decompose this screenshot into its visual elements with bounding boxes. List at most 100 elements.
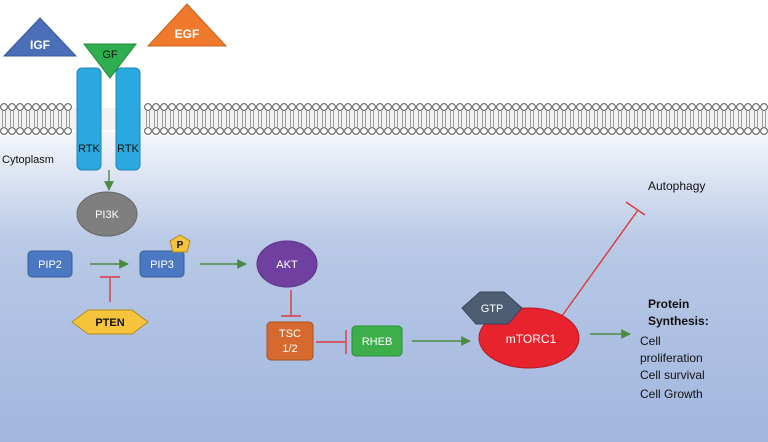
- lipid-head-outer: [264, 103, 272, 111]
- gf-label: GF: [102, 49, 118, 61]
- lipid-head-inner: [224, 127, 232, 135]
- akt-inhibits-tsc: [281, 290, 301, 317]
- pip2-label: PIP2: [38, 259, 62, 271]
- lipid-tail: [418, 111, 422, 127]
- lipid-head-outer: [168, 103, 176, 111]
- lipid-tail: [642, 111, 646, 127]
- lipid-head-outer: [704, 103, 712, 111]
- lipid-tail: [698, 111, 702, 127]
- lipid-tail: [722, 111, 726, 127]
- lipid-tail: [666, 111, 670, 127]
- lipid-head-outer: [648, 103, 656, 111]
- lipid-head-inner: [56, 127, 64, 135]
- lipid-tail: [506, 111, 510, 127]
- egf-ligand: EGF: [146, 3, 228, 47]
- lipid-head-outer: [152, 103, 160, 111]
- lipid-head-outer: [272, 103, 280, 111]
- lipid-head-inner: [408, 127, 416, 135]
- lipid-head-outer: [536, 103, 544, 111]
- lipid-head-inner: [488, 127, 496, 135]
- lipid-head-inner: [312, 127, 320, 135]
- egf-label: EGF: [175, 27, 200, 41]
- lipid-tail: [314, 111, 318, 127]
- lipid-tail: [650, 111, 654, 127]
- lipid-head-inner: [744, 127, 752, 135]
- lipid-tail: [546, 111, 550, 127]
- lipid-head-inner: [640, 127, 648, 135]
- lipid-head-outer: [464, 103, 472, 111]
- pten-inhibits-conversion: [100, 276, 120, 302]
- rheb-node: RHEB: [351, 325, 403, 357]
- lipid-head-inner: [304, 127, 312, 135]
- pi3k-label: PI3K: [95, 209, 120, 221]
- lipid-tail: [378, 111, 382, 127]
- lipid-head-inner: [232, 127, 240, 135]
- pip2-node: PIP2: [27, 250, 73, 278]
- lipid-head-inner: [736, 127, 744, 135]
- lipid-tail: [410, 111, 414, 127]
- lipid-head-outer: [576, 103, 584, 111]
- protein-synthesis-line1: Protein: [648, 297, 689, 311]
- lipid-head-inner: [520, 127, 528, 135]
- lipid-head-outer: [696, 103, 704, 111]
- lipid-tail: [730, 111, 734, 127]
- lipid-head-inner: [600, 127, 608, 135]
- lipid-head-outer: [560, 103, 568, 111]
- lipid-head-outer: [280, 103, 288, 111]
- lipid-tail: [538, 111, 542, 127]
- lipid-head-outer: [216, 103, 224, 111]
- lipid-tail: [58, 111, 62, 127]
- lipid-head-inner: [200, 127, 208, 135]
- lipid-head-inner: [64, 127, 72, 135]
- lipid-head-outer: [184, 103, 192, 111]
- lipid-head-inner: [440, 127, 448, 135]
- lipid-head-outer: [448, 103, 456, 111]
- gf-ligand: GF: [82, 43, 138, 79]
- lipid-head-outer: [496, 103, 504, 111]
- lipid-head-inner: [240, 127, 248, 135]
- lipid-tail: [482, 111, 486, 127]
- lipid-head-inner: [624, 127, 632, 135]
- lipid-tail: [754, 111, 758, 127]
- lipid-head-outer: [56, 103, 64, 111]
- cell-membrane: [0, 103, 768, 135]
- lipid-head-outer: [544, 103, 552, 111]
- lipid-head-inner: [448, 127, 456, 135]
- lipid-head-inner: [416, 127, 424, 135]
- gtp-node: GTP: [461, 291, 523, 325]
- lipid-head-inner: [432, 127, 440, 135]
- lipid-head-outer: [240, 103, 248, 111]
- lipid-head-outer: [616, 103, 624, 111]
- lipid-tail: [298, 111, 302, 127]
- lipid-tail: [322, 111, 326, 127]
- lipid-head-outer: [256, 103, 264, 111]
- lipid-head-outer: [304, 103, 312, 111]
- lipid-tail: [746, 111, 750, 127]
- lipid-head-outer: [416, 103, 424, 111]
- lipid-tail: [170, 111, 174, 127]
- lipid-head-inner: [176, 127, 184, 135]
- lipid-head-inner: [384, 127, 392, 135]
- lipid-head-inner: [544, 127, 552, 135]
- lipid-head-inner: [32, 127, 40, 135]
- lipid-tail: [530, 111, 534, 127]
- effect-line-2: proliferation: [640, 351, 703, 365]
- lipid-head-outer: [608, 103, 616, 111]
- lipid-head-outer: [392, 103, 400, 111]
- lipid-head-outer: [376, 103, 384, 111]
- mtorc1-inhibits-autophagy: [561, 201, 646, 317]
- lipid-head-inner: [280, 127, 288, 135]
- lipid-tail: [442, 111, 446, 127]
- lipid-tail: [242, 111, 246, 127]
- lipid-head-inner: [480, 127, 488, 135]
- lipid-head-inner: [592, 127, 600, 135]
- lipid-head-inner: [648, 127, 656, 135]
- lipid-tail: [34, 111, 38, 127]
- cytoplasm-label: Cytoplasm: [2, 154, 54, 166]
- lipid-head-outer: [760, 103, 768, 111]
- lipid-head-outer: [144, 103, 152, 111]
- lipid-head-outer: [584, 103, 592, 111]
- lipid-head-outer: [744, 103, 752, 111]
- pten-label: PTEN: [95, 317, 124, 329]
